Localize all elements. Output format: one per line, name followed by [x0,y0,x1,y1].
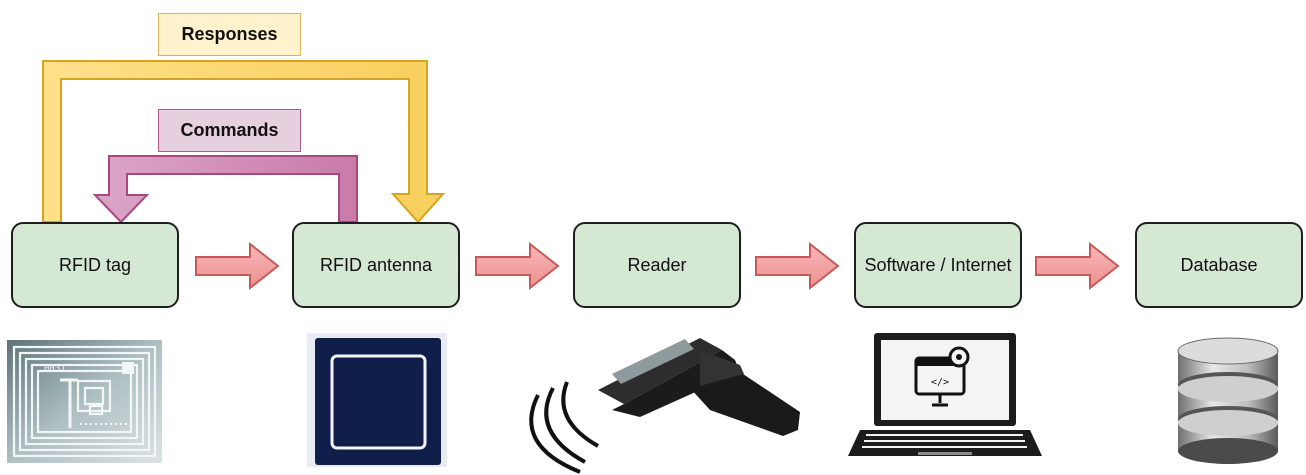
arrow-antenna-to-reader [475,241,560,291]
commands-label: Commands [158,109,301,152]
laptop-icon: </> [848,333,1042,456]
arrow-tag-to-antenna [195,241,280,291]
node-rfid-tag: RFID tag [11,222,179,308]
rfid-tag-image: 0031 [7,340,162,463]
node-rfid-antenna-label: RFID antenna [319,254,433,275]
node-software-internet: Software / Internet [854,222,1022,308]
arrow-reader-to-software [755,241,840,291]
node-rfid-tag-label: RFID tag [58,254,132,275]
node-rfid-antenna: RFID antenna [292,222,460,308]
node-reader-label: Reader [627,254,687,275]
commands-arrow [92,155,358,224]
node-reader: Reader [573,222,741,308]
flow-arrows [195,241,1120,291]
node-database-label: Database [1180,254,1258,275]
responses-label: Responses [158,13,301,56]
arrow-software-to-database [1035,241,1120,291]
rfid-antenna-image [307,333,447,467]
svg-text:</>: </> [931,377,949,388]
node-software-internet-label: Software / Internet [864,254,1012,275]
node-database: Database [1135,222,1303,308]
database-icon [1177,337,1279,464]
handheld-reader-icon [529,338,800,474]
svg-text:0031: 0031 [44,364,66,374]
responses-arrow [42,60,446,224]
